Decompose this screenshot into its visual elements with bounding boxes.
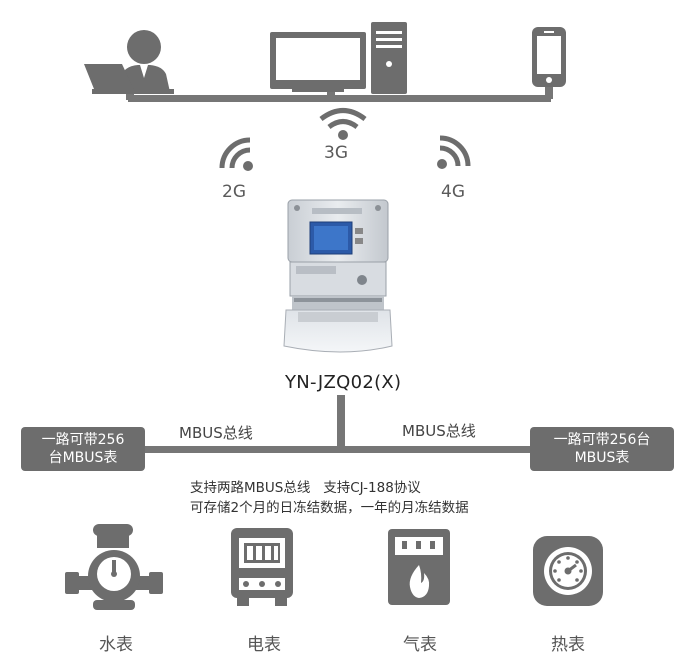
mbus-capacity-left-line2: 台MBUS表 — [48, 450, 118, 466]
network-label-3g: 3G — [324, 143, 348, 163]
concentrator-device-image — [283, 199, 393, 353]
wifi-signal-icon-2g — [219, 137, 253, 171]
network-label-4g: 4G — [441, 182, 465, 202]
mbus-capacity-left-line1: 一路可带256 — [41, 432, 125, 448]
mbus-capacity-right-line2: MBUS表 — [574, 450, 630, 466]
wifi-signal-icon-4g — [437, 135, 471, 169]
network-label-2g: 2G — [222, 182, 246, 202]
gas-meter-label: 气表 — [403, 635, 437, 655]
water-meter-icon — [65, 524, 163, 610]
electric-meter-icon — [231, 528, 293, 606]
user-at-laptop-icon — [84, 30, 174, 94]
desktop-computer-icon — [270, 22, 407, 94]
mbus-label-left: MBUS总线 — [179, 424, 253, 442]
feature-note-line2: 可存储2个月的日冻结数据，一年的月冻结数据 — [190, 500, 469, 516]
wifi-signal-icon-3g — [319, 108, 367, 140]
heat-meter-label: 热表 — [551, 635, 585, 655]
water-meter-label: 水表 — [99, 635, 133, 655]
electric-meter-label: 电表 — [247, 635, 281, 655]
mbus-capacity-box-right: 一路可带256台 MBUS表 — [530, 427, 674, 471]
heat-meter-icon — [533, 536, 603, 606]
mbus-label-right: MBUS总线 — [402, 422, 476, 440]
mbus-capacity-box-left: 一路可带256 台MBUS表 — [21, 427, 145, 471]
gas-meter-icon — [388, 529, 450, 605]
mbus-capacity-right-line1: 一路可带256台 — [553, 432, 651, 448]
feature-note-line1: 支持两路MBUS总线 支持CJ-188协议 — [190, 480, 421, 496]
device-model-label: YN-JZQ02(X) — [285, 372, 402, 393]
smartphone-icon — [532, 27, 566, 87]
mbus-lines — [140, 395, 535, 453]
